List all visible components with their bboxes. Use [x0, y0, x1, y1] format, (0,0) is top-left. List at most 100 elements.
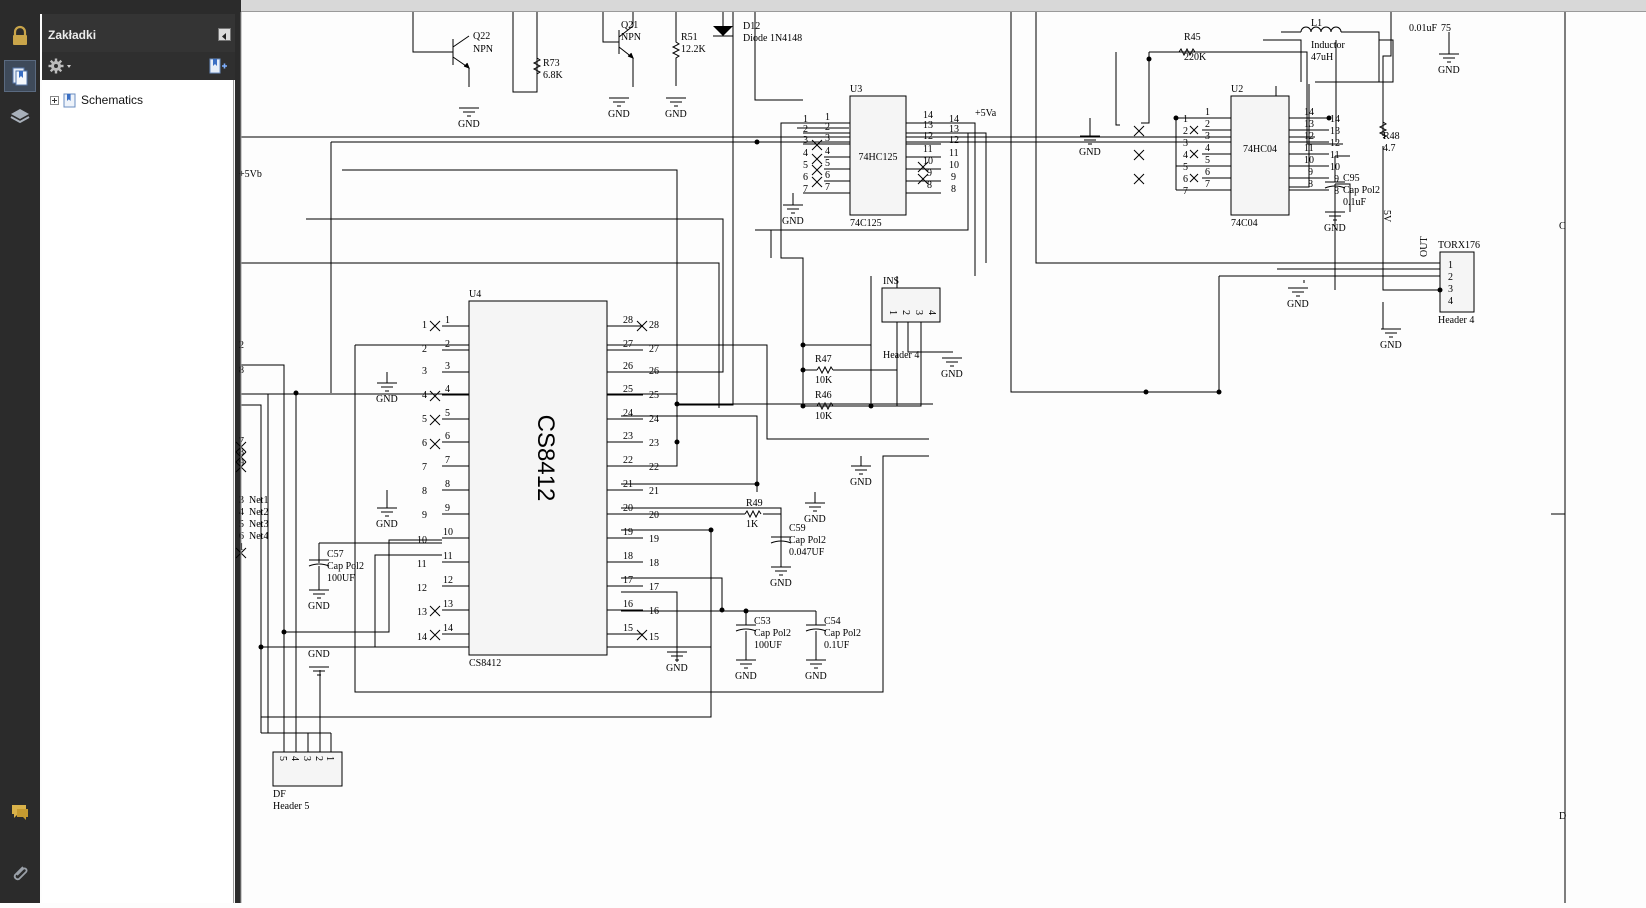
svg-text:1: 1	[825, 112, 830, 123]
svg-text:GND: GND	[1380, 340, 1402, 351]
svg-text:7: 7	[445, 455, 450, 466]
c54-value: 0.1UF	[824, 640, 850, 651]
svg-text:3: 3	[913, 310, 924, 315]
svg-text:GND: GND	[1438, 65, 1460, 76]
svg-text:Net3: Net3	[249, 519, 268, 530]
svg-text:11: 11	[417, 559, 427, 570]
svg-text:23: 23	[649, 438, 659, 449]
r51-value: 12.2K	[681, 44, 707, 55]
c-top-ref: 75	[1441, 23, 1451, 34]
svg-text:GND: GND	[308, 649, 330, 660]
svg-text:15: 15	[623, 623, 633, 634]
panel-header: Zakładki	[42, 14, 235, 52]
comments-icon[interactable]	[4, 796, 36, 828]
panel-toolbar	[42, 52, 235, 80]
svg-text:4: 4	[803, 148, 808, 159]
r49-resistor	[643, 509, 781, 519]
supply-5v-side: 5V	[1381, 210, 1392, 223]
svg-text:7: 7	[1205, 179, 1210, 190]
u2-chip	[1230, 95, 1290, 216]
svg-text:16: 16	[623, 599, 633, 610]
expand-toggle[interactable]	[50, 95, 59, 105]
d12-diode	[713, 12, 733, 37]
d12-value: Diode 1N4148	[743, 33, 802, 44]
svg-text:26: 26	[623, 361, 633, 372]
u4-body-label: CS8412	[532, 415, 559, 502]
svg-text:12: 12	[1304, 131, 1314, 142]
navigation-toolstrip	[0, 0, 40, 903]
svg-text:3: 3	[803, 135, 808, 146]
plus-icon	[52, 97, 57, 103]
svg-text:11: 11	[443, 551, 453, 562]
supply-5vb-text: +5Vb	[239, 169, 262, 180]
svg-text:8: 8	[1308, 179, 1313, 190]
svg-text:14: 14	[443, 623, 453, 634]
r51-ref: R51	[681, 32, 698, 43]
attachments-icon[interactable]	[4, 858, 36, 890]
blank-area	[929, 405, 1329, 655]
svg-text:7: 7	[803, 184, 808, 195]
svg-text:3: 3	[445, 361, 450, 372]
svg-text:11: 11	[1330, 150, 1340, 161]
svg-text:4: 4	[1448, 296, 1453, 307]
options-menu-button[interactable]	[47, 57, 73, 75]
svg-text:5: 5	[277, 756, 288, 761]
bookmark-icon	[63, 93, 76, 107]
svg-text:10: 10	[949, 160, 959, 171]
u2-nc-marks	[1189, 125, 1199, 183]
torx-out-label: OUT	[1419, 236, 1430, 257]
c57-ref: C57	[327, 549, 344, 560]
svg-text:7: 7	[1183, 186, 1188, 197]
c95-capacitor	[1324, 156, 1346, 212]
svg-text:13: 13	[923, 120, 933, 131]
junction-dots	[258, 56, 1443, 650]
svg-text:6: 6	[825, 170, 830, 181]
svg-text:3: 3	[1183, 138, 1188, 149]
u3-ref: U3	[850, 84, 862, 95]
svg-text:2: 2	[1183, 126, 1188, 137]
svg-text:25: 25	[649, 390, 659, 401]
tree-item-schematics[interactable]: Schematics	[50, 92, 143, 108]
c53-capacitor	[735, 611, 757, 660]
svg-text:18: 18	[623, 551, 633, 562]
svg-text:11: 11	[949, 148, 959, 159]
svg-text:GND: GND	[805, 671, 827, 682]
c53-ref: C53	[754, 616, 771, 627]
svg-text:8: 8	[927, 180, 932, 191]
panel-splitter[interactable]	[235, 14, 241, 903]
layers-icon[interactable]	[4, 100, 36, 132]
svg-text:7: 7	[422, 462, 427, 473]
c57-type: Cap Pol2	[327, 561, 364, 572]
u3-value: 74C125	[850, 218, 882, 229]
svg-text:GND: GND	[770, 578, 792, 589]
svg-text:8: 8	[445, 479, 450, 490]
r49-value: 1K	[746, 519, 759, 530]
svg-text:12: 12	[923, 131, 933, 142]
window-top-bar	[0, 0, 1646, 14]
c57-capacitor	[308, 543, 330, 590]
svg-text:GND: GND	[666, 663, 688, 674]
r73-value: 6.8K	[543, 70, 564, 81]
svg-text:3: 3	[1205, 131, 1210, 142]
svg-text:GND: GND	[735, 671, 757, 682]
svg-text:5: 5	[1205, 155, 1210, 166]
c54-capacitor	[805, 611, 827, 660]
svg-text:GND: GND	[376, 394, 398, 405]
svg-text:11: 11	[1304, 143, 1314, 154]
svg-text:10: 10	[417, 535, 427, 546]
l1-inductance: 47uH	[1311, 52, 1333, 63]
new-bookmark-button[interactable]	[207, 56, 229, 76]
page-border	[1551, 12, 1566, 903]
svg-text:3: 3	[301, 756, 312, 761]
c59-type: Cap Pol2	[789, 535, 826, 546]
tree-item-label: Schematics	[81, 93, 144, 107]
df-ref: DF	[273, 789, 286, 800]
collapse-panel-button[interactable]	[218, 28, 231, 41]
svg-text:5: 5	[825, 158, 830, 169]
c95-type: Cap Pol2	[1343, 185, 1380, 196]
bookmarks-icon[interactable]	[4, 60, 36, 92]
svg-text:13: 13	[443, 599, 453, 610]
u4-chip	[468, 300, 608, 656]
lock-icon[interactable]	[4, 20, 36, 52]
